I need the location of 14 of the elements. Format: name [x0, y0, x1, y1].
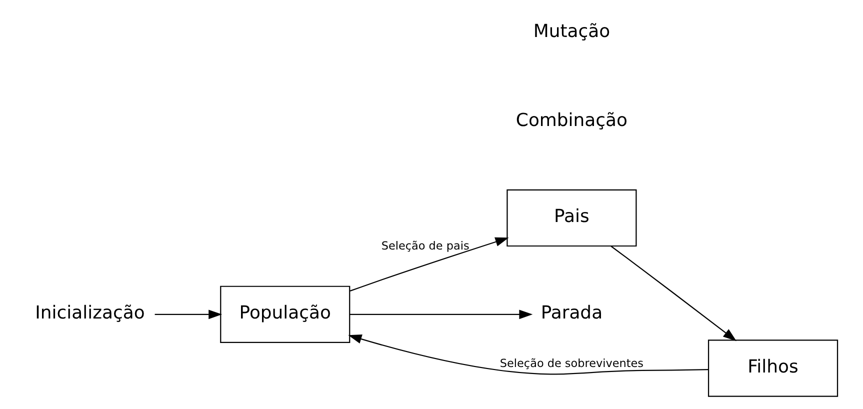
arrow	[154, 310, 222, 320]
edge-label: Seleção de sobreviventes	[500, 357, 644, 370]
arrow	[350, 310, 533, 320]
node-box: População	[220, 286, 350, 344]
arrow	[348, 334, 708, 375]
edge-label: Seleção de pais	[381, 239, 470, 252]
node-box: Filhos	[708, 340, 838, 397]
node-text: Parada	[540, 302, 603, 324]
node-box: Pais	[506, 189, 637, 247]
node-text: Inicialização	[35, 302, 145, 324]
arrow	[610, 246, 736, 342]
arrow	[350, 237, 509, 292]
label: Combinação	[516, 110, 628, 131]
label: Mutação	[533, 21, 610, 42]
